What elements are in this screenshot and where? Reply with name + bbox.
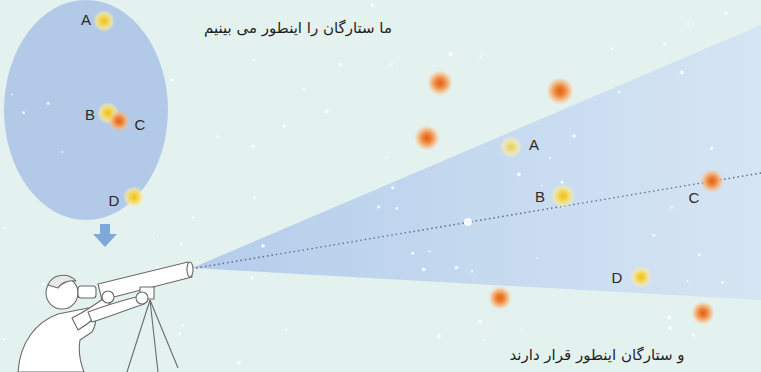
caption-text: ما ستارگان را اینطور می بینیم [204, 20, 392, 37]
speck [411, 252, 414, 255]
speck [62, 151, 64, 153]
speck [377, 205, 380, 208]
star [691, 301, 715, 325]
speck [483, 339, 485, 341]
star [123, 186, 145, 208]
speck [216, 135, 219, 138]
speck [180, 243, 183, 246]
speck [698, 253, 701, 256]
speck [429, 250, 431, 252]
speck [668, 326, 672, 330]
speck [536, 257, 538, 259]
speck [178, 333, 181, 336]
star-label: A [529, 136, 539, 153]
star-label: B [535, 188, 545, 205]
speck [479, 55, 482, 58]
speck [449, 52, 453, 56]
star-label: C [689, 189, 700, 206]
speck [671, 206, 673, 208]
speck [282, 124, 286, 128]
speck [325, 109, 329, 113]
star [630, 266, 652, 288]
speck [521, 328, 523, 330]
speck [687, 23, 689, 25]
star [414, 125, 440, 151]
speck [611, 47, 614, 50]
speck [395, 207, 398, 210]
star [427, 70, 453, 96]
speck [42, 282, 45, 285]
speck [652, 234, 655, 237]
speck [86, 338, 88, 340]
speck [253, 58, 255, 60]
speck [153, 238, 155, 240]
speck [251, 145, 255, 149]
speck [261, 244, 265, 248]
star [500, 136, 522, 158]
star [108, 110, 130, 132]
speck [237, 361, 241, 365]
view-cone: A B C D [190, 25, 761, 300]
speck [3, 338, 5, 340]
view-cone-shape [190, 25, 761, 300]
star [93, 10, 115, 32]
speck [285, 329, 287, 331]
speck [686, 280, 688, 282]
speck [11, 93, 13, 95]
speck [663, 43, 667, 47]
observer-figure [18, 262, 193, 372]
speck [572, 134, 575, 137]
speck [192, 216, 194, 218]
view-cone-outline [192, 25, 761, 300]
speck [710, 147, 713, 150]
speck [724, 11, 727, 14]
star [488, 286, 512, 310]
speck [692, 334, 695, 337]
speck [455, 266, 459, 270]
view-circle: A B C D [4, 0, 168, 220]
speck [422, 268, 426, 272]
speck [303, 88, 306, 91]
speck [170, 79, 173, 82]
speck [386, 156, 388, 158]
speck [549, 157, 551, 159]
speck [339, 63, 342, 66]
star-label: D [612, 269, 623, 286]
speck [478, 320, 482, 324]
down-arrow [93, 224, 117, 247]
speck [390, 63, 393, 66]
star [700, 169, 724, 193]
caption-text: و ستارگان اینطور قرار دارند [509, 347, 684, 364]
speck [250, 276, 253, 279]
speck [22, 111, 25, 114]
speck [517, 172, 521, 176]
speck [47, 102, 50, 105]
star-label: C [135, 116, 146, 133]
speck [371, 3, 375, 7]
star [551, 184, 575, 208]
speck [437, 334, 441, 338]
speck [156, 266, 158, 268]
speck [721, 281, 724, 284]
speck [182, 324, 184, 326]
speck [560, 181, 563, 184]
speck [667, 316, 671, 320]
star-label: B [85, 106, 95, 123]
star-label: A [81, 11, 91, 28]
speck [471, 270, 473, 272]
star [546, 77, 574, 105]
speck [541, 185, 543, 187]
view-circle-outline [4, 0, 168, 220]
speck [253, 196, 256, 199]
speck [680, 71, 684, 75]
speck [618, 91, 620, 93]
speck [391, 186, 394, 189]
speck [4, 227, 6, 229]
near-dot [464, 218, 472, 226]
star-label: D [109, 192, 120, 209]
